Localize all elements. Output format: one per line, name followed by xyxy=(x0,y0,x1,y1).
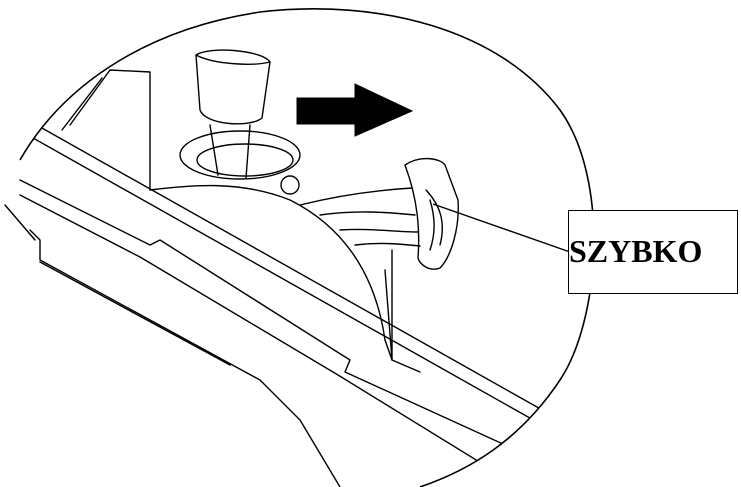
rail-line-5 xyxy=(29,229,341,487)
housing-top-edge xyxy=(69,69,151,191)
fast-lever-ridge xyxy=(425,189,444,251)
housing-inner-edge xyxy=(61,77,103,131)
lever-knob xyxy=(195,49,271,125)
lever-recess-inner xyxy=(196,143,294,177)
rail-line-1 xyxy=(9,109,561,421)
fast-lever-head xyxy=(404,157,459,270)
callout-label: SZYBKO xyxy=(569,233,703,269)
rail-line-6 xyxy=(4,204,36,241)
fast-lever-stem xyxy=(299,187,421,247)
slot-curve xyxy=(149,184,386,341)
slot-right-wall xyxy=(391,249,421,373)
lever-shaft xyxy=(209,124,251,179)
rail-line-3 xyxy=(19,179,561,471)
slot-curve-inner xyxy=(384,269,393,361)
lever-knob-top xyxy=(195,54,271,65)
rail-line-4 xyxy=(19,194,521,487)
callout-box xyxy=(568,210,738,294)
callout-leader-line xyxy=(432,203,571,253)
rail-line-2 xyxy=(9,124,561,436)
arrow-right-icon xyxy=(296,83,414,137)
rail-line-7 xyxy=(39,261,231,366)
lever-recess xyxy=(179,130,301,180)
screw-hole xyxy=(280,175,300,195)
magnifier-outline xyxy=(19,8,595,487)
